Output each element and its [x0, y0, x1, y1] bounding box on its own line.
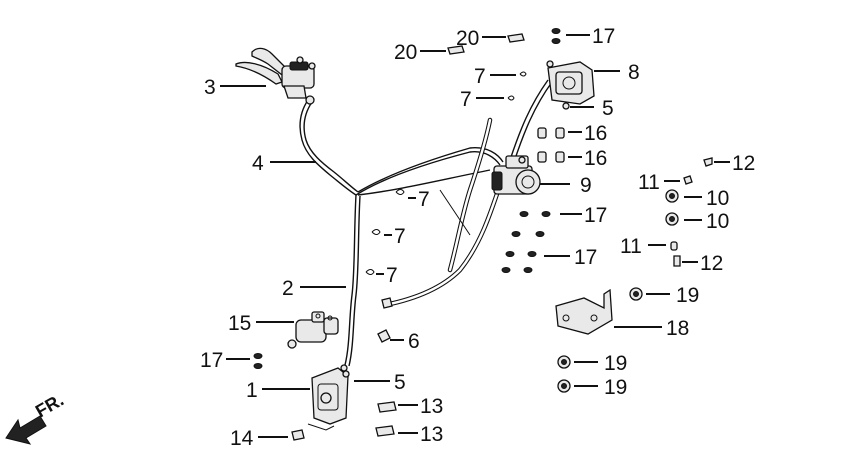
part-labels: 3 4 2 15 17 1 14 5 6 13 13 20 20 17 7 7 …: [200, 25, 755, 450]
arrow-left-down-icon: [5, 415, 47, 445]
label-18: 18: [666, 317, 689, 340]
label-7-a: 7: [474, 65, 486, 88]
label-20-b: 20: [456, 27, 479, 50]
label-12-a: 12: [732, 152, 755, 175]
label-7-b: 7: [460, 88, 472, 111]
label-19-a: 19: [676, 284, 699, 307]
front-label: FR.: [32, 390, 67, 422]
sensor-cable: [382, 117, 503, 308]
bracket: [555, 288, 613, 335]
label-9: 9: [580, 174, 592, 197]
label-16-b: 16: [584, 147, 607, 170]
leader-lines: [220, 34, 730, 438]
label-14: 14: [230, 427, 254, 450]
label-17-c: 17: [574, 246, 597, 269]
label-17-a: 17: [592, 25, 615, 48]
label-17-d: 17: [200, 349, 223, 372]
label-8: 8: [628, 61, 640, 84]
label-7-c: 7: [418, 188, 430, 211]
label-2: 2: [282, 277, 294, 300]
label-1: 1: [246, 379, 258, 402]
label-15: 15: [228, 312, 251, 335]
label-7-d: 7: [394, 225, 406, 248]
label-16-a: 16: [584, 122, 607, 145]
label-19-c: 19: [604, 376, 627, 399]
label-10-b: 10: [706, 210, 729, 233]
master-cylinder-lever: [235, 47, 316, 105]
hardware-parts: [253, 28, 713, 441]
modulator-unit: [546, 60, 595, 110]
rear-master-cylinder: [287, 311, 339, 349]
brake-lines: [299, 79, 553, 396]
label-4: 4: [252, 152, 264, 175]
label-7-e: 7: [386, 264, 398, 287]
label-17-b: 17: [584, 204, 607, 227]
label-5-b: 5: [394, 371, 406, 394]
label-20-a: 20: [394, 41, 417, 64]
label-12-b: 12: [700, 252, 723, 275]
label-3: 3: [204, 76, 216, 99]
label-11-a: 11: [638, 171, 660, 194]
label-6: 6: [408, 330, 420, 353]
label-13-a: 13: [420, 395, 443, 418]
label-19-b: 19: [604, 352, 627, 375]
abs-unit: [491, 155, 541, 195]
brake-caliper: [307, 364, 349, 431]
label-10-a: 10: [706, 187, 729, 210]
label-11-b: 11: [620, 235, 642, 258]
label-5-a: 5: [602, 97, 614, 120]
front-direction-indicator: FR.: [5, 390, 67, 445]
label-13-b: 13: [420, 423, 443, 446]
